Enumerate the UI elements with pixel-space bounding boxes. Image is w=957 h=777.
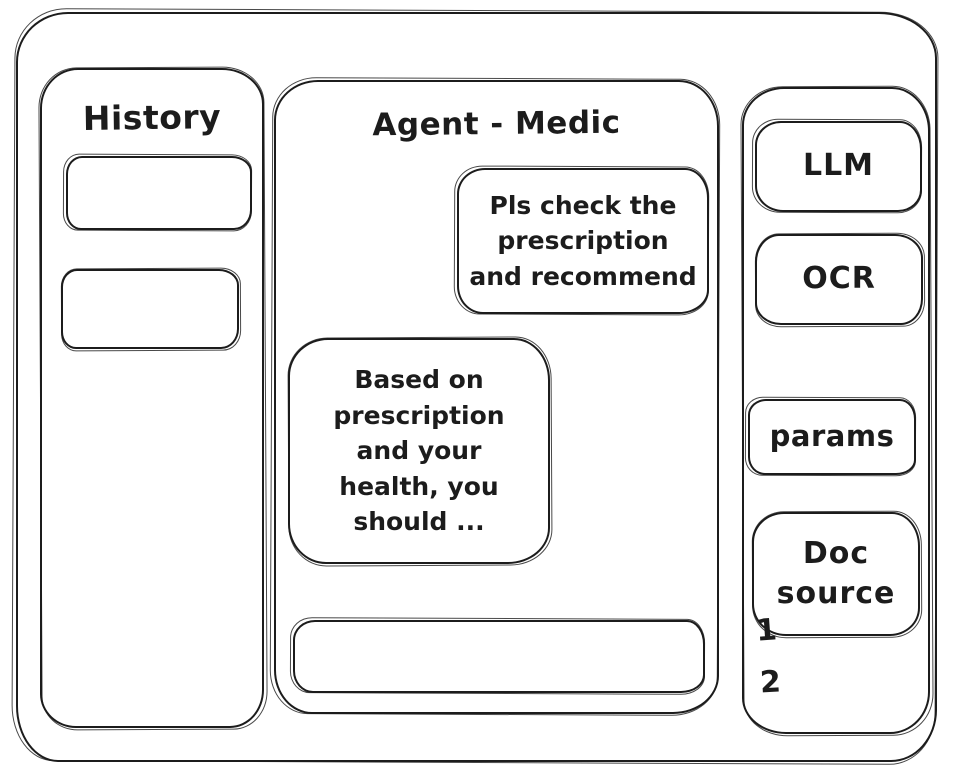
assistant-message-bubble: Based on prescription and your health, y…: [288, 338, 550, 564]
user-message-text: Pls check the prescription and recommend: [469, 190, 697, 291]
doc-source-item[interactable]: 1: [754, 612, 779, 649]
params-button[interactable]: params: [748, 399, 916, 475]
history-item[interactable]: [66, 156, 252, 230]
history-panel: History: [40, 68, 264, 728]
tools-panel: LLM OCR params Doc source 1 2: [742, 87, 930, 734]
ocr-button[interactable]: OCR: [755, 234, 923, 325]
chat-input[interactable]: [305, 626, 697, 687]
history-panel-title: History: [82, 97, 222, 138]
app-window: History Agent - Medic Pls check the pres…: [16, 12, 937, 762]
chat-panel: Agent - Medic Pls check the prescription…: [274, 80, 719, 714]
assistant-message-text: Based on prescription and your health, y…: [333, 365, 505, 537]
doc-source-item[interactable]: 2: [759, 664, 782, 701]
llm-button[interactable]: LLM: [755, 121, 922, 212]
doc-source-button[interactable]: Doc source: [752, 512, 920, 636]
user-message-bubble: Pls check the prescription and recommend: [457, 168, 709, 314]
history-item[interactable]: [61, 269, 239, 349]
chat-input-box[interactable]: [293, 620, 705, 693]
chat-title: Agent - Medic: [372, 104, 621, 144]
